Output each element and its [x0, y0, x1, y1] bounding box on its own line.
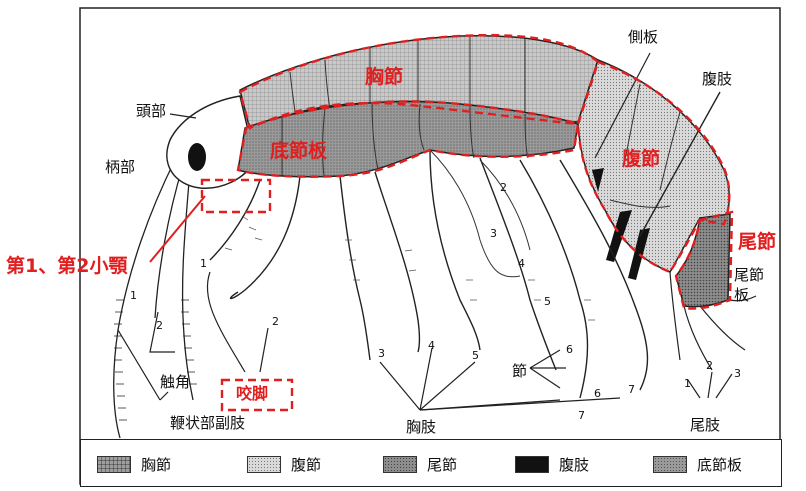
label-uro-1: 1 — [684, 378, 691, 389]
label-leg-6: 6 — [566, 344, 573, 355]
label-leg-6b: 6 — [594, 388, 601, 399]
head-shape — [167, 96, 255, 188]
legend-item-thorax: 胸節 — [97, 454, 171, 474]
label-uro-3: 3 — [734, 368, 741, 379]
label-leg-2: 2 — [500, 182, 507, 193]
red-label-thorax: 胸節 — [365, 68, 403, 87]
label-leg-7b: 7 — [628, 384, 635, 395]
label-leg-4b: 4 — [428, 340, 435, 351]
label-uropod: 尾肢 — [690, 418, 720, 433]
legend-swatch-telson — [383, 456, 417, 473]
legend-swatch-abdomen — [247, 456, 281, 473]
label-gn-1: 1 — [200, 258, 207, 269]
label-pereopod: 胸肢 — [406, 420, 436, 435]
label-head: 頭部 — [136, 104, 166, 119]
label-leg-7: 7 — [578, 410, 585, 421]
label-antenna: 触角 — [160, 375, 190, 390]
red-label-abdomen: 腹節 — [622, 150, 660, 169]
legend-label-telson: 尾節 — [427, 454, 457, 475]
label-leg-5: 5 — [544, 296, 551, 307]
label-segment: 節 — [512, 364, 527, 379]
legend-swatch-thorax — [97, 456, 131, 473]
maxilla-pointer-red — [150, 196, 205, 262]
label-leg-5b: 5 — [472, 350, 479, 361]
label-gn-2: 2 — [272, 316, 279, 327]
legend-swatch-coxal-plate — [653, 456, 687, 473]
eye — [188, 143, 206, 171]
legend-label-thorax: 胸節 — [141, 454, 171, 475]
label-uro-2: 2 — [706, 360, 713, 371]
label-leg-3: 3 — [490, 228, 497, 239]
legend-item-telson: 尾節 — [383, 454, 457, 474]
legend-box: 胸節 腹節 尾節 腹肢 底節板 — [80, 439, 782, 487]
label-ant-1: 1 — [130, 290, 137, 301]
label-telson-plate: 尾節 板 — [734, 266, 764, 305]
legend-swatch-pleopod — [515, 456, 549, 473]
leg-bristles — [225, 216, 595, 320]
label-side-plate: 側板 — [628, 30, 658, 45]
label-leg-3b: 3 — [378, 348, 385, 359]
legend-label-abdomen: 腹節 — [291, 454, 321, 475]
label-leg-4: 4 — [518, 258, 525, 269]
legend-label-pleopod: 腹肢 — [559, 454, 589, 475]
legend-label-coxal-plate: 底節板 — [697, 454, 742, 475]
label-ant-2: 2 — [156, 320, 163, 331]
legend-item-abdomen: 腹節 — [247, 454, 321, 474]
label-accessory-flagellum: 鞭状部副肢 — [170, 416, 245, 431]
antennae — [114, 160, 197, 438]
red-label-coxal-plate: 底節板 — [270, 142, 327, 161]
red-label-gnathopod: 咬脚 — [236, 386, 268, 402]
red-label-maxilla: 第1、第2小顎 — [6, 257, 127, 276]
label-stalk: 柄部 — [105, 160, 135, 175]
label-pleopod: 腹肢 — [702, 72, 732, 87]
legend-item-pleopod: 腹肢 — [515, 454, 589, 474]
legend-item-coxal-plate: 底節板 — [653, 454, 742, 474]
red-label-telson: 尾節 — [738, 233, 776, 252]
thoracic-legs — [210, 150, 648, 398]
